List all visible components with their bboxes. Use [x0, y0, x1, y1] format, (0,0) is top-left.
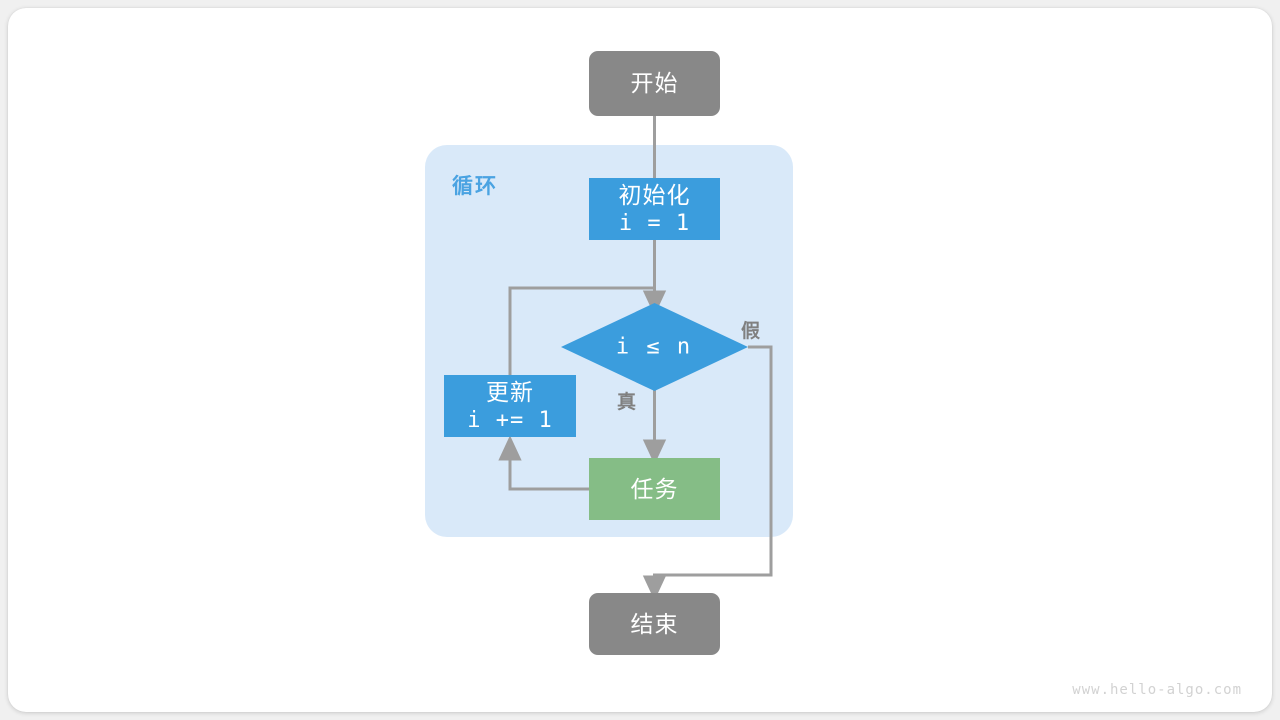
- edge-label-false: 假: [741, 321, 762, 342]
- edge-cond-to-end: [642, 345, 773, 601]
- edge-label-true: 真: [617, 392, 638, 413]
- node-task: 任务: [589, 458, 720, 520]
- node-update-label: 更新: [486, 379, 534, 406]
- node-update: 更新 i += 1: [444, 375, 576, 437]
- node-end: 结束: [589, 593, 720, 655]
- loop-container-label: 循环: [452, 175, 498, 198]
- node-init: 初始化 i = 1: [589, 178, 720, 240]
- node-update-code: i += 1: [467, 407, 553, 433]
- condition-expression: i ≤ n: [615, 334, 693, 360]
- edge-task-to-update: [498, 435, 589, 491]
- node-end-label: 结束: [630, 610, 679, 637]
- node-start: 开始: [589, 51, 720, 116]
- node-start-label: 开始: [630, 70, 679, 97]
- node-task-label: 任务: [630, 475, 679, 502]
- node-init-label: 初始化: [618, 182, 691, 209]
- edge-update-to-cond: [508, 286, 656, 375]
- node-condition: [561, 303, 748, 391]
- node-init-code: i = 1: [618, 210, 691, 236]
- watermark: www.hello-algo.com: [1072, 682, 1242, 698]
